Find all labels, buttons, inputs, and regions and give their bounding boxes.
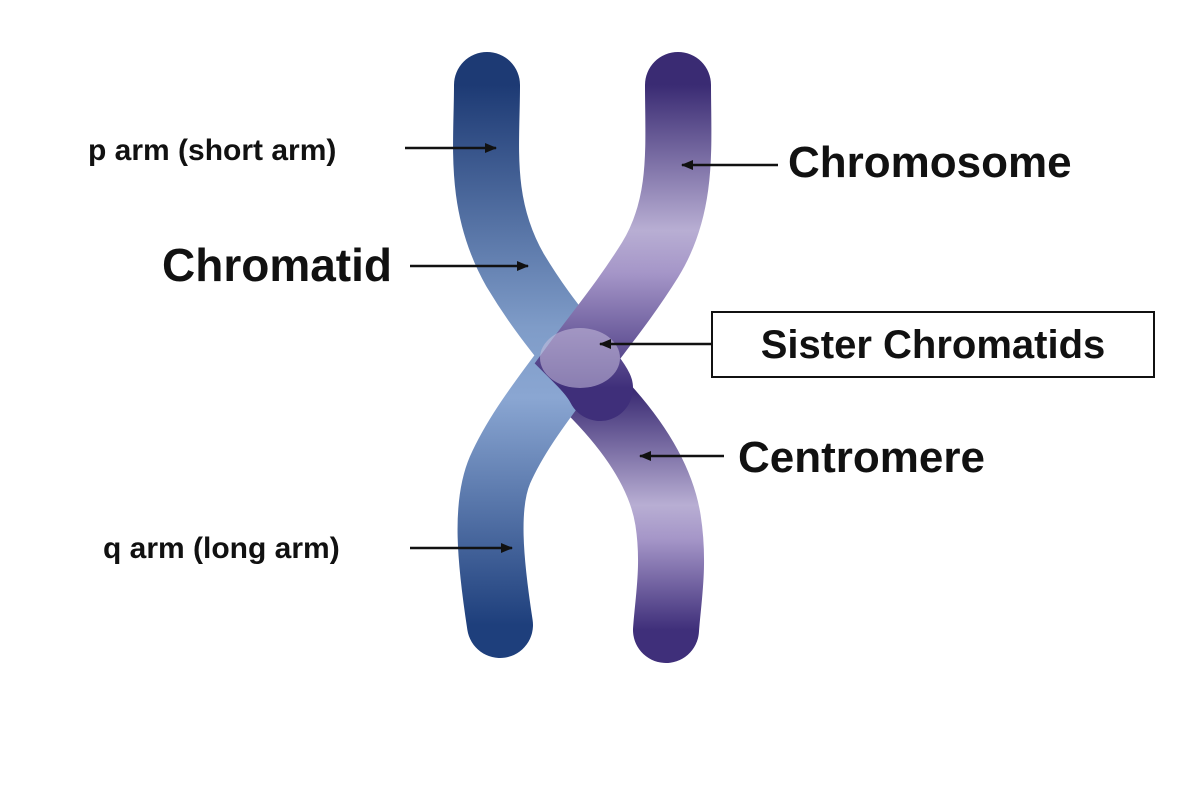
right-chromatid-lower [557,357,704,663]
chromosome-label: Chromosome [788,138,1072,187]
centromere-label: Centromere [738,433,985,482]
q-arm-label: q arm (long arm) [103,532,340,565]
sister-chromatids-label: Sister Chromatids [711,311,1155,378]
centromere-highlight [540,328,620,388]
chromatid-label: Chromatid [162,239,392,291]
sister-chromatids-text: Sister Chromatids [760,322,1106,367]
p-arm-label: p arm (short arm) [88,134,337,167]
